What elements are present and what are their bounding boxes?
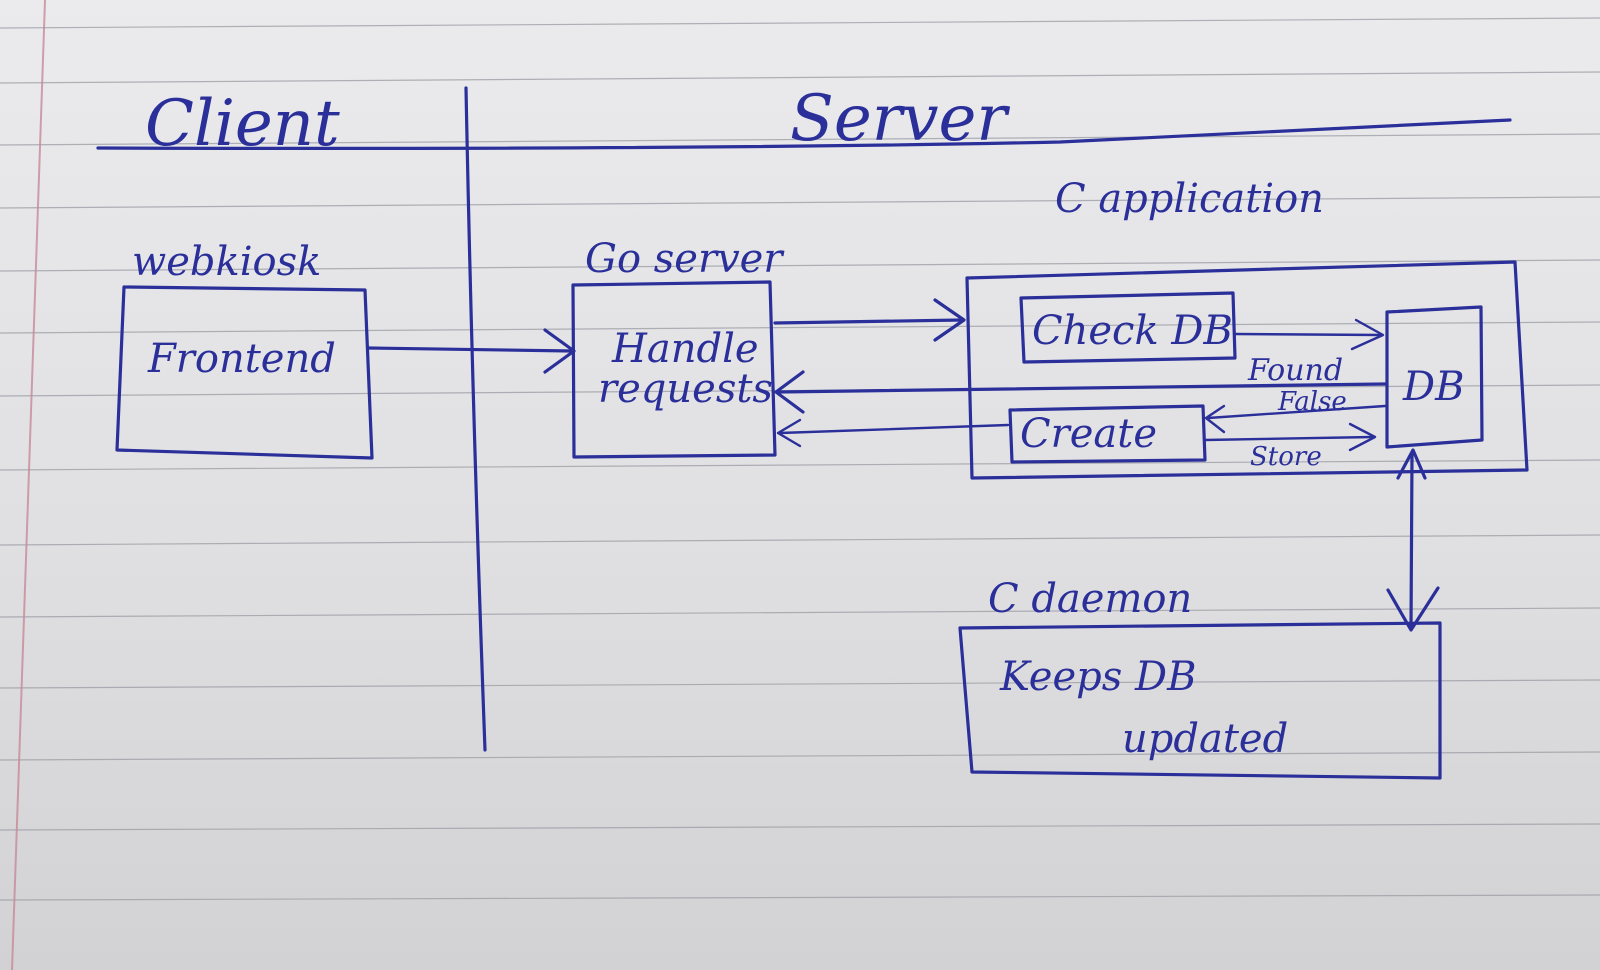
check-db-text: Check DB <box>1032 308 1233 354</box>
c-application-box <box>965 260 1529 480</box>
keeps-db-text: Keeps DB <box>999 654 1196 700</box>
handle-to-application-arrow <box>773 298 966 342</box>
go-server-label: Go server <box>585 236 785 282</box>
false-label: False <box>1277 387 1347 417</box>
check-db-box: Check DB <box>1019 291 1237 364</box>
create-box: Create <box>1008 404 1207 464</box>
client-server-divider <box>464 86 487 752</box>
check-db-to-db-arrow <box>1233 318 1385 351</box>
c-application-label: C application <box>1055 176 1324 222</box>
handle-text: Handle <box>611 326 759 372</box>
updated-text: updated <box>1122 716 1288 762</box>
header-underline <box>96 118 1512 150</box>
create-text: Create <box>1020 411 1157 457</box>
store-arrow <box>1203 422 1377 452</box>
create-to-handle-arrow <box>776 418 1010 448</box>
handle-requests-box: Handle requests <box>571 280 777 459</box>
db-text: DB <box>1402 364 1464 410</box>
found-return-arrow <box>774 370 1387 414</box>
keeps-db-updated-box: Keeps DB updated <box>958 621 1442 780</box>
frontend-text: Frontend <box>147 336 336 382</box>
c-daemon-label: C daemon <box>988 576 1192 622</box>
frontend-box: Frontend <box>115 285 374 460</box>
db-daemon-sync-arrow <box>1386 448 1440 632</box>
store-label: Store <box>1250 442 1322 472</box>
webkiosk-label: webkiosk <box>132 239 321 285</box>
found-label: Found <box>1247 353 1343 388</box>
requests-text: requests <box>598 366 773 412</box>
db-box: DB <box>1385 305 1484 449</box>
frontend-to-handle-arrow <box>366 328 576 374</box>
false-arrow <box>1204 404 1387 434</box>
